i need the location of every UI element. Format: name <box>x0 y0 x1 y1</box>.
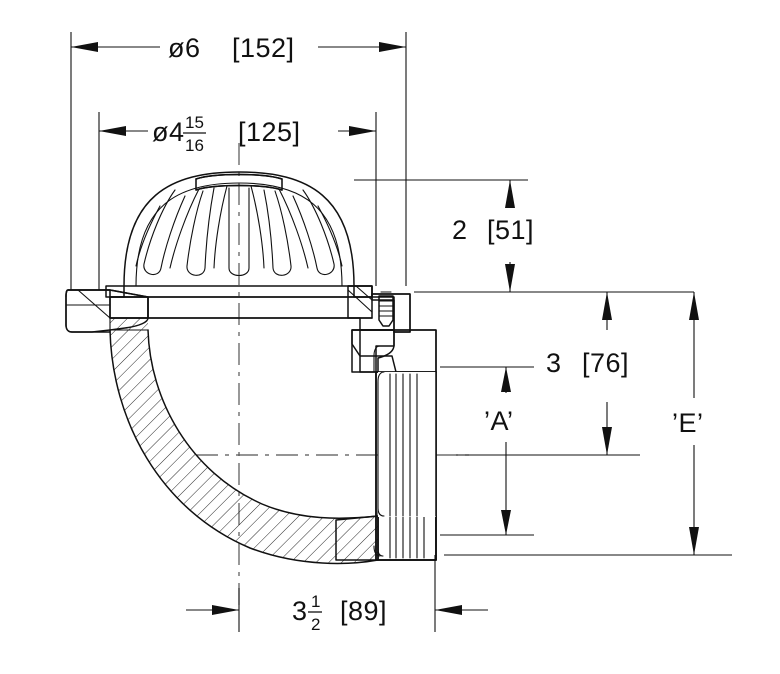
threaded-outlet <box>351 329 437 561</box>
dim-dome-fraction: 15 16 <box>183 113 206 155</box>
dimension-dome-height: 2 [51] <box>354 179 694 293</box>
dim-bodydepth-metric: [76] <box>582 348 629 378</box>
dim-a-label: ’A’ <box>484 406 514 436</box>
dim-od-value: ø6 <box>168 33 201 63</box>
dimension-dome-diameter: ø4 15 16 [125] <box>98 112 377 290</box>
dimension-outer-diameter: ø6 [152] <box>70 32 407 290</box>
dim-dome-value: ø4 <box>152 117 185 147</box>
dim-bodydepth-value: 3 <box>546 348 562 378</box>
dim-od-metric: [152] <box>232 33 295 63</box>
dim-dome-denominator: 16 <box>185 136 204 155</box>
dimension-a: ’A’ <box>440 366 534 536</box>
dim-outlet-denominator: 2 <box>311 615 320 634</box>
dome-strainer <box>123 171 355 287</box>
dim-dome-metric: [125] <box>238 117 301 147</box>
dim-outlet-fraction: 1 2 <box>308 592 322 634</box>
dim-domeheight-value: 2 <box>452 215 468 245</box>
set-screw <box>378 291 394 327</box>
dome-slot-openings <box>135 185 343 277</box>
dim-domeheight-metric: [51] <box>487 215 534 245</box>
dim-dome-numerator: 15 <box>185 113 204 132</box>
thread-lines-visible <box>389 373 418 517</box>
dimension-body-depth: 3 [76] <box>456 292 640 456</box>
dimension-e: ’E’ <box>444 292 732 556</box>
dim-e-label: ’E’ <box>672 408 704 438</box>
dim-outlet-metric: [89] <box>340 596 387 626</box>
dim-outlet-value: 3 <box>292 596 308 626</box>
dimension-outlet-offset: 3 1 2 [89] <box>186 555 488 634</box>
dim-outlet-numerator: 1 <box>311 592 320 611</box>
dome-crown-section <box>195 173 283 191</box>
